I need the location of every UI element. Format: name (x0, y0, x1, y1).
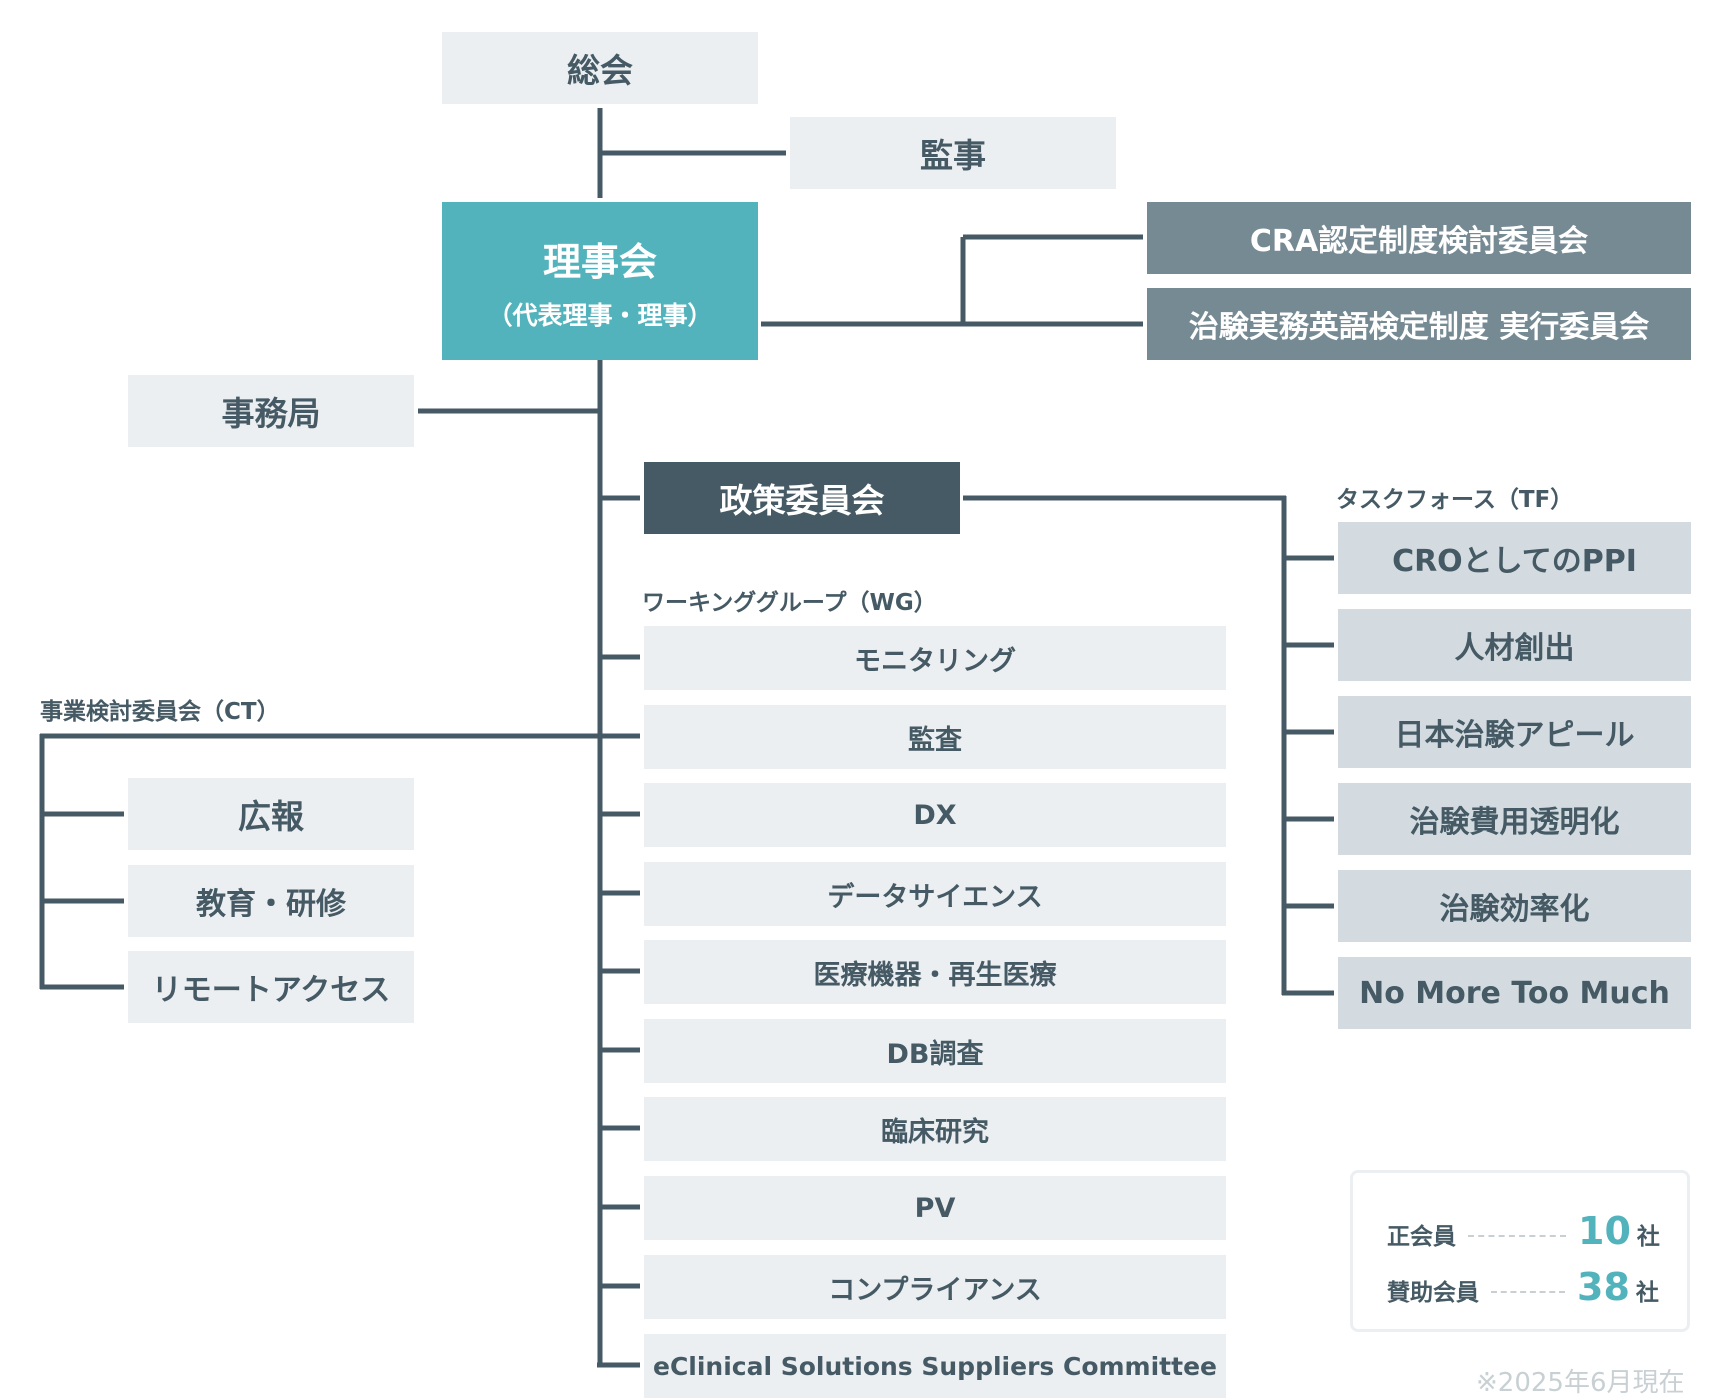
wg-item: PV (644, 1176, 1226, 1240)
tf-item: No More Too Much (1338, 957, 1691, 1029)
wg-item: モニタリング (644, 626, 1226, 690)
legend-row-supporting: 賛助会員 38 社 (1387, 1265, 1659, 1309)
wg-item: 臨床研究 (644, 1097, 1226, 1161)
tf-item: CROとしてのPPI (1338, 522, 1691, 594)
as-of-note: ※2025年6月現在 (1476, 1368, 1685, 1398)
ct-item: リモートアクセス (128, 951, 414, 1023)
wg-item: eClinical Solutions Suppliers Committee (644, 1334, 1226, 1398)
wg-item: 監査 (644, 705, 1226, 769)
legend-dash (1468, 1235, 1566, 1237)
wg-item: 医療機器・再生医療 (644, 940, 1226, 1004)
committee-box-english: 治験実務英語検定制度 実行委員会 (1147, 288, 1691, 360)
tf-item: 日本治験アピール (1338, 696, 1691, 768)
legend-supporting-count: 38 (1577, 1265, 1630, 1309)
tf-item: 治験効率化 (1338, 870, 1691, 942)
legend-row-regular: 正会員 10 社 (1387, 1209, 1660, 1253)
ct-label: 事業検討委員会（CT） (40, 699, 280, 725)
committee-box-cra: CRA認定制度検討委員会 (1147, 202, 1691, 274)
legend-regular-count: 10 (1578, 1209, 1631, 1253)
legend-regular-label: 正会員 (1387, 1224, 1456, 1250)
legend-dash (1491, 1291, 1565, 1293)
tf-label: タスクフォース（TF） (1336, 487, 1574, 513)
general-assembly-box: 総会 (442, 32, 758, 104)
wg-item: データサイエンス (644, 862, 1226, 926)
board-title: 理事会 (542, 239, 657, 284)
ct-item: 広報 (128, 778, 414, 850)
policy-committee-box: 政策委員会 (644, 462, 960, 534)
board-subtitle: （代表理事・理事） (487, 300, 713, 330)
secretariat-box: 事務局 (128, 375, 414, 447)
wg-item: DB調査 (644, 1019, 1226, 1083)
board-box: 理事会 （代表理事・理事） (442, 202, 758, 360)
wg-item: コンプライアンス (644, 1255, 1226, 1319)
ct-item: 教育・研修 (128, 865, 414, 937)
legend-supporting-label: 賛助会員 (1387, 1280, 1479, 1306)
auditor-box: 監事 (790, 117, 1116, 189)
legend-regular-unit: 社 (1636, 1224, 1660, 1250)
legend-supporting-unit: 社 (1635, 1280, 1659, 1306)
wg-item: DX (644, 783, 1226, 847)
tf-item: 人材創出 (1338, 609, 1691, 681)
member-count-legend: 正会員 10 社 賛助会員 38 社 (1350, 1170, 1690, 1332)
tf-item: 治験費用透明化 (1338, 783, 1691, 855)
wg-label: ワーキンググループ（WG） (642, 590, 937, 616)
